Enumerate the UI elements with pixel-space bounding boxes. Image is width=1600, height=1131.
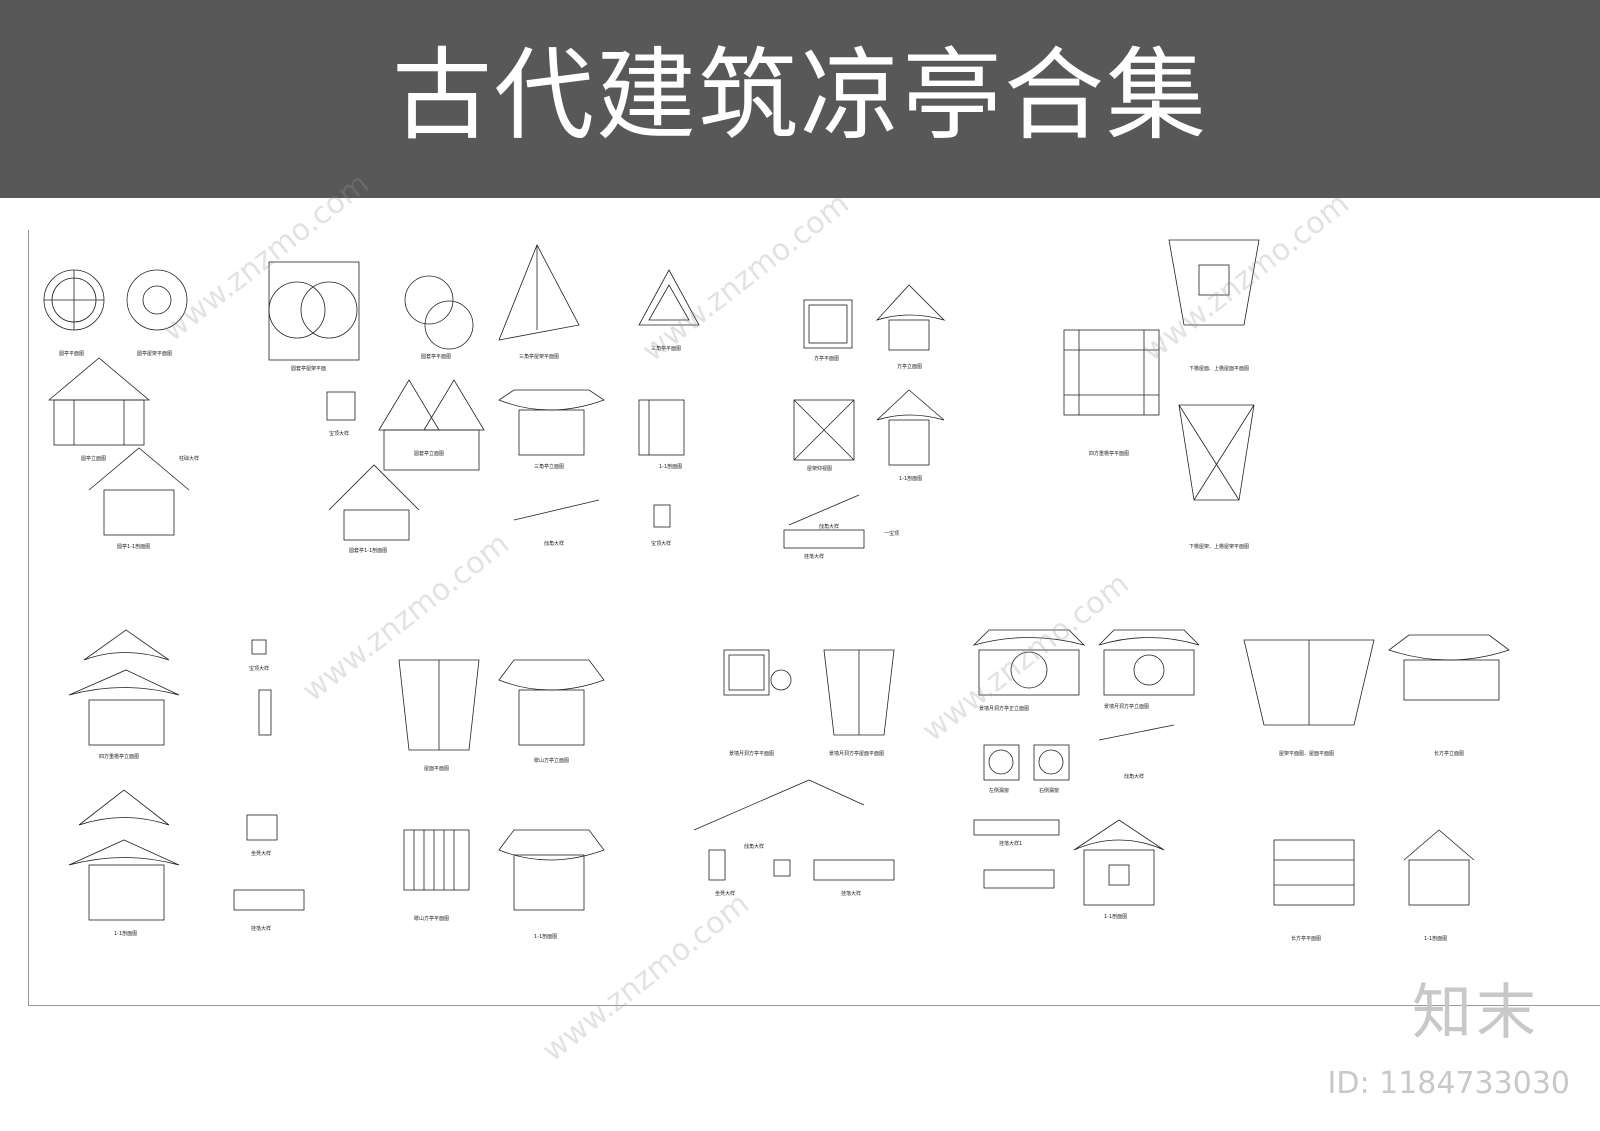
- label: 1-1剖面图: [1424, 935, 1447, 942]
- label: 圆亭1-1剖面图: [117, 543, 150, 550]
- label: 挂落大样1: [999, 840, 1022, 847]
- label: 宝顶大样: [249, 665, 269, 672]
- label: 左侧漏窗: [989, 787, 1009, 794]
- drawing-rectangle-pavilion: 屋架平面图、屋面平面图 长方亭立面图 长方亭平面图 1-1剖面图: [1243, 634, 1510, 942]
- label: 坐凳大样: [715, 890, 735, 897]
- drawing-triangle-pavilion: 三角亭屋架平面图 三角亭平面图 三角亭立面图 1-1剖面图 戗角大样 宝顶大样: [498, 244, 700, 547]
- label: 三角亭立面图: [534, 463, 564, 470]
- brand-logo: 知末: [1412, 978, 1540, 1048]
- label: 圆亭屋架平面图: [137, 350, 172, 357]
- label: 景墙月洞方亭立面图: [1104, 703, 1149, 710]
- label: 圆亭立面图: [81, 455, 106, 462]
- label: 屋面平面图: [424, 766, 449, 772]
- label: 下檐屋架、上檐屋架平面图: [1189, 543, 1249, 550]
- label: 1-1剖面图: [1104, 913, 1127, 920]
- label: 戗角大样: [544, 540, 564, 547]
- label: 方亭立面图: [897, 363, 922, 370]
- label: 四方重檐亭平面图: [1089, 450, 1129, 457]
- drawing-round-pavilion: 圆亭平面图 圆亭屋架平面图 圆亭立面图 柱础大样 圆亭1-1剖面图: [43, 269, 199, 550]
- label: 景墙月洞方亭正立面图: [979, 705, 1029, 712]
- label: 圆套亭立面图: [414, 450, 444, 457]
- label: 圆套亭屋架平面: [291, 365, 326, 372]
- label: 戗角大样: [744, 843, 764, 850]
- label: 景墙月洞方亭屋面平面图: [829, 750, 884, 757]
- drawing-xieshan-pavilion: 屋面平面图 歇山方亭立面图 歇山方亭平面图 1-1剖面图: [398, 659, 605, 940]
- label: 圆套亭1-1剖面图: [349, 547, 387, 554]
- label: 挂落大样: [804, 553, 824, 560]
- label: 1-1剖面图: [659, 463, 682, 470]
- label: 戗角大样: [819, 523, 839, 530]
- drawing-double-round: 圆套亭屋架平面 圆套亭平面图 宝顶大样 圆套亭立面图 圆套亭1-1剖面图: [268, 261, 485, 554]
- id-label: ID: 1184733030: [1327, 1066, 1570, 1101]
- label: 屋架仰视图: [807, 465, 832, 472]
- label: 戗角大样: [1124, 773, 1144, 780]
- label: 下檐屋面、上檐屋面平面图: [1189, 365, 1249, 372]
- label: 坐凳大样: [251, 850, 271, 857]
- label: 宝顶大样: [651, 540, 671, 547]
- label: 歇山方亭平面图: [414, 915, 449, 922]
- label: 圆套亭平面图: [421, 353, 451, 360]
- drawing-double-eave-plans: 四方重檐亭平面图 下檐屋面、上檐屋面平面图 下檐屋架、上檐屋架平面图: [1063, 239, 1260, 550]
- label: 歇山方亭立面图: [534, 757, 569, 764]
- drawing-double-eave-elevation: 四方重檐亭立面图 宝顶大样 坐凳大样 挂落大样 1-1剖面图: [68, 629, 305, 937]
- label: 长方亭立面图: [1434, 750, 1464, 757]
- page-title: 古代建筑凉亭合集: [392, 37, 1208, 154]
- label: 屋架平面图、屋面平面图: [1279, 751, 1334, 757]
- label: 挂落大样: [251, 925, 271, 932]
- label: 挂落大样: [841, 890, 861, 897]
- label: 1-1剖面图: [534, 933, 557, 940]
- label: 长方亭平面图: [1291, 935, 1321, 942]
- drawing-moon-gate: 景墙月洞方亭正立面图 景墙月洞方亭立面图 左侧漏窗 右侧漏窗 戗角大样 挂落大样…: [972, 629, 1200, 920]
- label: 四方重檐亭立面图: [99, 753, 139, 760]
- drawing-sheet: 圆亭平面图 圆亭屋架平面图 圆亭立面图 柱础大样 圆亭1-1剖面图 圆套亭屋架平…: [28, 230, 1600, 1006]
- label: 三角亭平面图: [651, 345, 681, 352]
- label: 圆亭平面图: [59, 350, 84, 357]
- drawing-jingqiang-pavilion: 景墙月洞方亭平面图 景墙月洞方亭屋面平面图 戗角大样 坐凳大样 挂落大样: [693, 649, 895, 897]
- label: 一宝顶: [884, 530, 899, 537]
- drawing-square-pavilion: 方亭平面图 方亭立面图 屋架仰视图 1-1剖面图 一宝顶 戗角大样 挂落大样: [783, 284, 946, 560]
- label: 方亭平面图: [814, 355, 839, 362]
- label: 三角亭屋架平面图: [519, 353, 559, 360]
- label: 1-1剖面图: [114, 930, 137, 937]
- label: 景墙月洞方亭平面图: [729, 750, 774, 757]
- label: 1-1剖面图: [899, 475, 922, 482]
- label: 右侧漏窗: [1039, 787, 1059, 794]
- title-banner: 古代建筑凉亭合集: [0, 0, 1600, 198]
- label: 柱础大样: [179, 455, 199, 462]
- label: 宝顶大样: [329, 430, 349, 437]
